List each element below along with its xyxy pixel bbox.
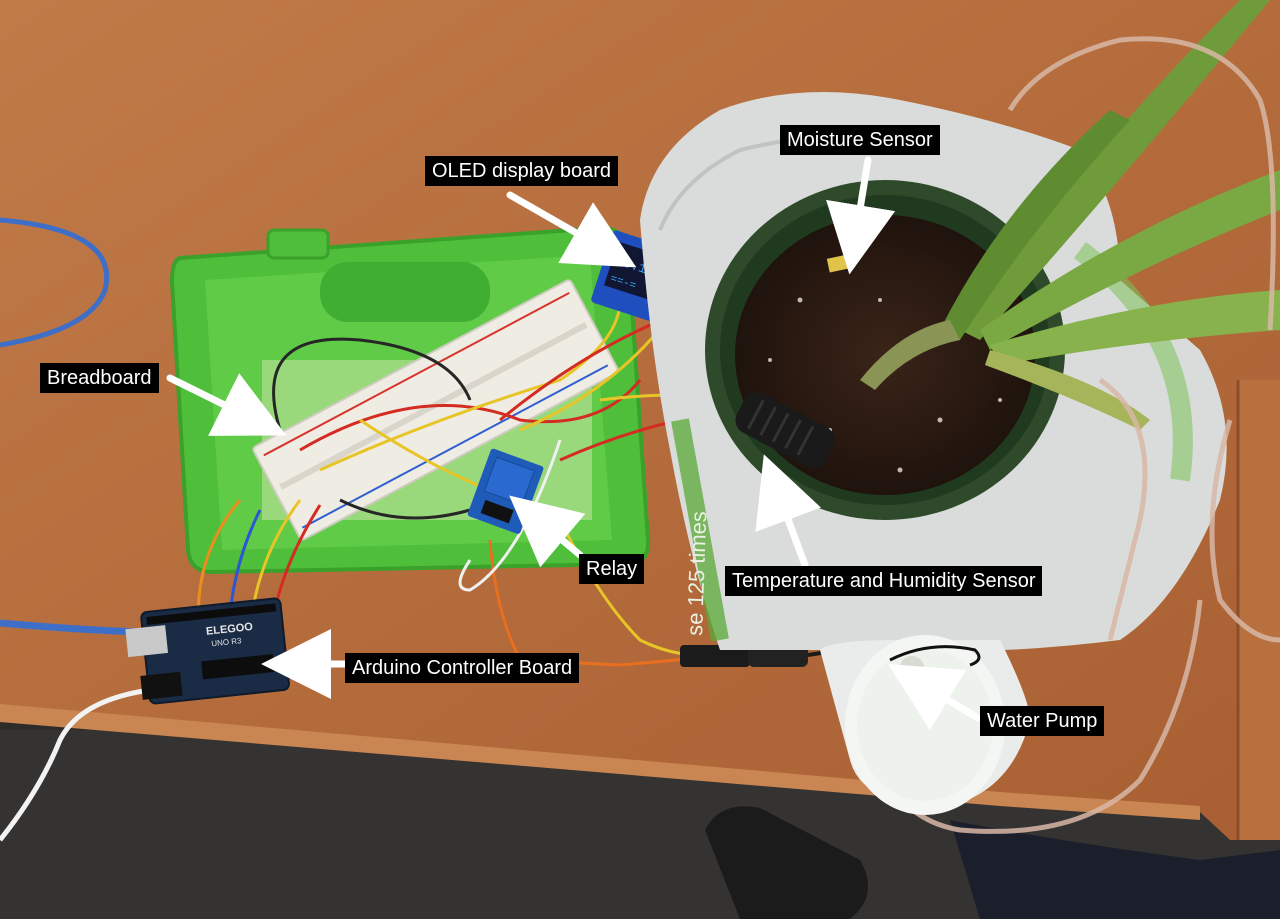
usb-cable: [0, 217, 110, 348]
label-water-pump: Water Pump: [980, 706, 1105, 736]
arrow-breadboard: [166, 373, 287, 436]
board-brand: ELEGOO: [205, 621, 253, 638]
label-oled-display-board: OLED display board: [425, 156, 618, 186]
arrow-relay: [509, 495, 586, 568]
annotation-arrows: [166, 156, 982, 731]
power-cable: [0, 687, 151, 842]
arrow-moisture: [826, 156, 896, 275]
water-tubing: [877, 36, 1280, 834]
label-breadboard: Breadboard: [40, 363, 159, 393]
jumper-wires: [196, 260, 841, 691]
label-relay: Relay: [579, 554, 645, 584]
label-temperature-humidity-sensor: Temperature and Humidity Sensor: [725, 566, 1043, 596]
label-arduino-controller-board: Arduino Controller Board: [345, 653, 580, 683]
temperature-humidity-sensor: [735, 392, 835, 468]
jeans: [950, 820, 1280, 919]
bag-text: se 125 times: [682, 511, 711, 637]
arduino-board: ELEGOO UNO R3: [125, 597, 290, 705]
board-model: UNO R3: [211, 636, 243, 648]
shoe: [705, 806, 868, 919]
arrow-temp-humidity: [755, 454, 822, 569]
plant-leaves: [860, 0, 1280, 430]
arrow-pump: [887, 663, 982, 731]
table-second: [1238, 380, 1280, 840]
label-moisture-sensor: Moisture Sensor: [780, 125, 940, 155]
arrow-oled: [506, 191, 637, 268]
